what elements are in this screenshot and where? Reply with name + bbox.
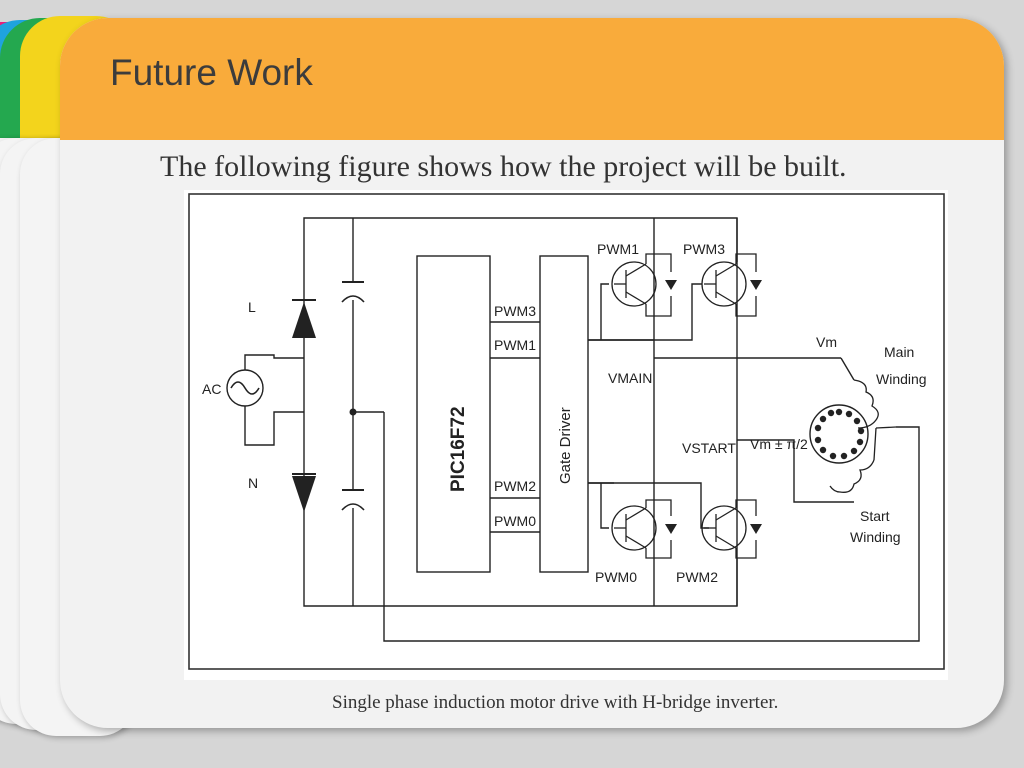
slide-title: Future Work: [110, 52, 313, 93]
diode-bottom-icon: [292, 476, 316, 512]
label-main-winding-2: Winding: [876, 371, 927, 387]
label-pwm3-in: PWM3: [494, 303, 536, 319]
motor-icon: [809, 379, 897, 493]
label-gate-driver: Gate Driver: [557, 407, 574, 484]
circuit-diagram: L N AC PWM3 PWM1 PWM2 PWM0 PWM1 PWM3 PWM…: [188, 193, 945, 670]
label-ac: AC: [202, 381, 221, 397]
label-vm-phase: Vm ± π/2: [750, 436, 808, 452]
label-pwm0-in: PWM0: [494, 513, 536, 529]
slide-subtitle: The following figure shows how the proje…: [160, 150, 847, 183]
label-pwm1-switch: PWM1: [597, 241, 639, 257]
label-vstart: VSTART: [682, 440, 736, 456]
label-pwm2-switch: PWM2: [676, 569, 718, 585]
label-vmain: VMAIN: [608, 370, 652, 386]
label-l: L: [248, 299, 256, 315]
label-main-winding-1: Main: [884, 344, 914, 360]
circuit-figure: L N AC PWM3 PWM1 PWM2 PWM0 PWM1 PWM3 PWM…: [184, 190, 948, 680]
figure-caption: Single phase induction motor drive with …: [332, 692, 779, 713]
label-pwm1-in: PWM1: [494, 337, 536, 353]
label-pwm2-in: PWM2: [494, 478, 536, 494]
label-pwm3-switch: PWM3: [683, 241, 725, 257]
label-start-winding-1: Start: [860, 508, 890, 524]
label-start-winding-2: Winding: [850, 529, 901, 545]
label-pwm0-switch: PWM0: [595, 569, 637, 585]
label-n: N: [248, 475, 258, 491]
diode-top-icon: [292, 302, 316, 338]
label-mcu: PIC16F72: [448, 406, 469, 492]
label-vm: Vm: [816, 334, 837, 350]
slide-header: [60, 18, 1004, 140]
